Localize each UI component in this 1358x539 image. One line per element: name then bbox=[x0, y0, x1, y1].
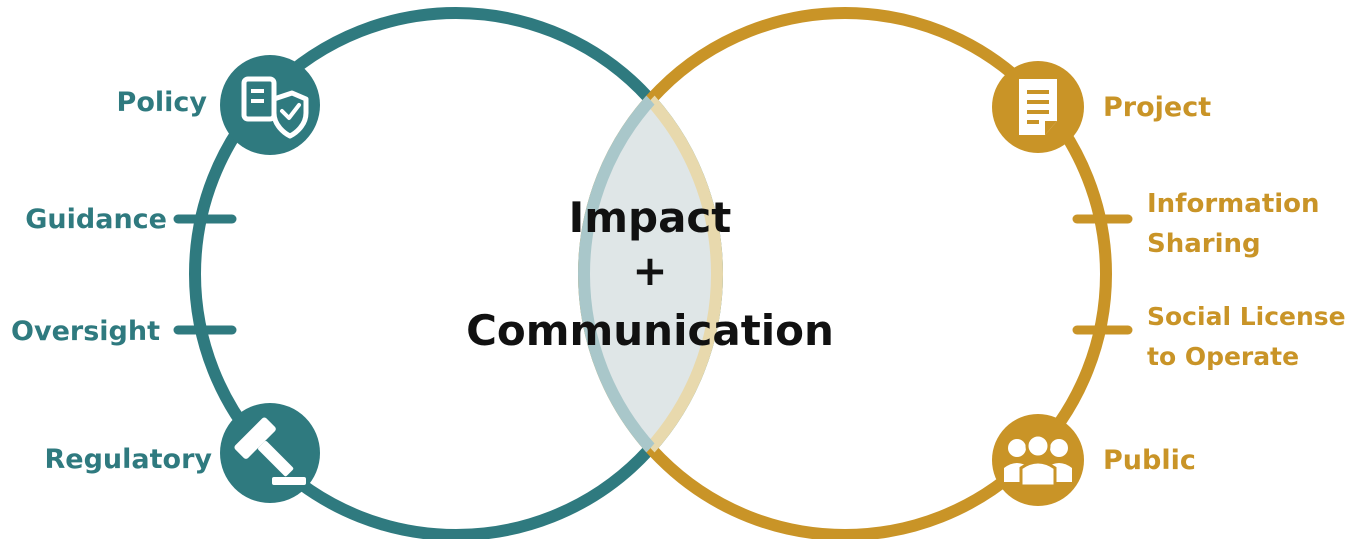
label-to-operate: to Operate bbox=[1147, 342, 1299, 371]
gavel-icon bbox=[220, 403, 320, 503]
label-public: Public bbox=[1103, 445, 1196, 476]
center-title-impact: Impact bbox=[569, 193, 732, 242]
center-title-communication: Communication bbox=[466, 306, 834, 355]
label-policy: Policy bbox=[117, 87, 208, 118]
document-shield-icon bbox=[220, 55, 320, 155]
overlap-right-arc bbox=[578, 13, 717, 535]
label-guidance: Guidance bbox=[25, 204, 167, 235]
label-project: Project bbox=[1103, 92, 1211, 123]
center-title-plus: + bbox=[632, 246, 667, 295]
label-oversight: Oversight bbox=[11, 316, 160, 347]
label-regulatory: Regulatory bbox=[45, 444, 213, 475]
label-social-license: Social License bbox=[1147, 302, 1346, 331]
label-information: Information bbox=[1147, 189, 1320, 219]
people-icon bbox=[992, 414, 1084, 506]
document-icon bbox=[992, 61, 1084, 153]
label-sharing: Sharing bbox=[1147, 229, 1261, 259]
overlap-left-arc bbox=[584, 13, 723, 535]
